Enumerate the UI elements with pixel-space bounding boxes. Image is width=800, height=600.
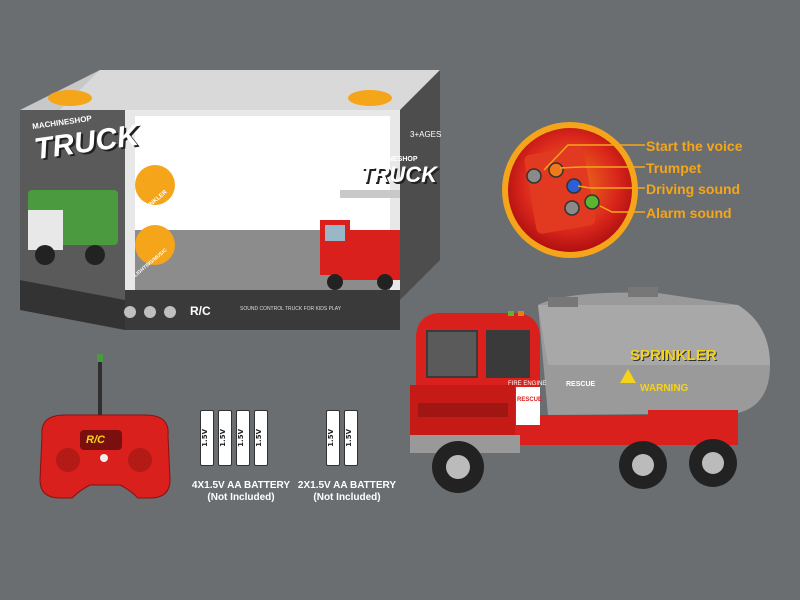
age-label: 3+AGES — [410, 130, 442, 139]
tanker-truck: SPRINKLER WARNING RESCUE FIRE ENGINE RES… — [398, 285, 778, 505]
sound-button-closeup-illustration — [502, 122, 638, 258]
package-fine-print: SOUND CONTROL TRUCK FOR KIDS PLAY — [240, 306, 342, 312]
toy-package-box: MACHINESHOP TRUCK MACHINESHOP TRUCK 3+AG… — [20, 70, 442, 330]
battery-cell: 1.5V — [254, 410, 268, 466]
cab-label: FIRE ENGINE — [508, 381, 547, 387]
battery-caption-4-line2: (Not Included) — [207, 492, 275, 503]
callout-leader-lines — [543, 144, 645, 213]
callout-driving-sound: Driving sound — [646, 181, 741, 197]
package-rc-label: R/C — [190, 304, 211, 318]
package-brand-big-right: TRUCK — [360, 162, 437, 187]
door-badge: RESCUE — [517, 397, 543, 403]
remote-control-illustration — [39, 354, 171, 499]
battery-cell: 1.5V — [200, 410, 214, 466]
battery-caption-4-line1: 4X1.5V AA BATTERY — [191, 480, 291, 491]
package-brand-small-right: MACHINESHOP — [365, 156, 418, 163]
callout-alarm-sound: Alarm sound — [646, 205, 732, 221]
battery-cell: 1.5V — [236, 410, 250, 466]
battery-group-2: 1.5V 1.5V — [326, 410, 358, 466]
tank-label: SPRINKLER — [630, 347, 717, 364]
battery-caption-2: 2X1.5V AA BATTERY (Not Included) — [292, 480, 402, 504]
battery-caption-4: 4X1.5V AA BATTERY (Not Included) — [186, 480, 296, 504]
battery-caption-2-line1: 2X1.5V AA BATTERY — [297, 480, 397, 491]
package-box-illustration — [20, 70, 440, 330]
callout-trumpet: Trumpet — [646, 160, 702, 176]
battery-cell: 1.5V — [218, 410, 232, 466]
battery-cell: 1.5V — [326, 410, 340, 466]
warning-label: WARNING — [640, 383, 689, 394]
remote-rc-label: R/C — [86, 434, 105, 446]
remote-control: R/C — [30, 350, 180, 505]
battery-caption-2-line2: (Not Included) — [313, 492, 381, 503]
callout-start-voice: Start the voice — [646, 138, 743, 154]
battery-cell: 1.5V — [344, 410, 358, 466]
tanker-truck-illustration — [410, 287, 770, 493]
battery-group-4: 1.5V 1.5V 1.5V 1.5V — [200, 410, 268, 466]
rescue-label: RESCUE — [566, 381, 596, 388]
sound-button-closeup — [500, 120, 640, 260]
